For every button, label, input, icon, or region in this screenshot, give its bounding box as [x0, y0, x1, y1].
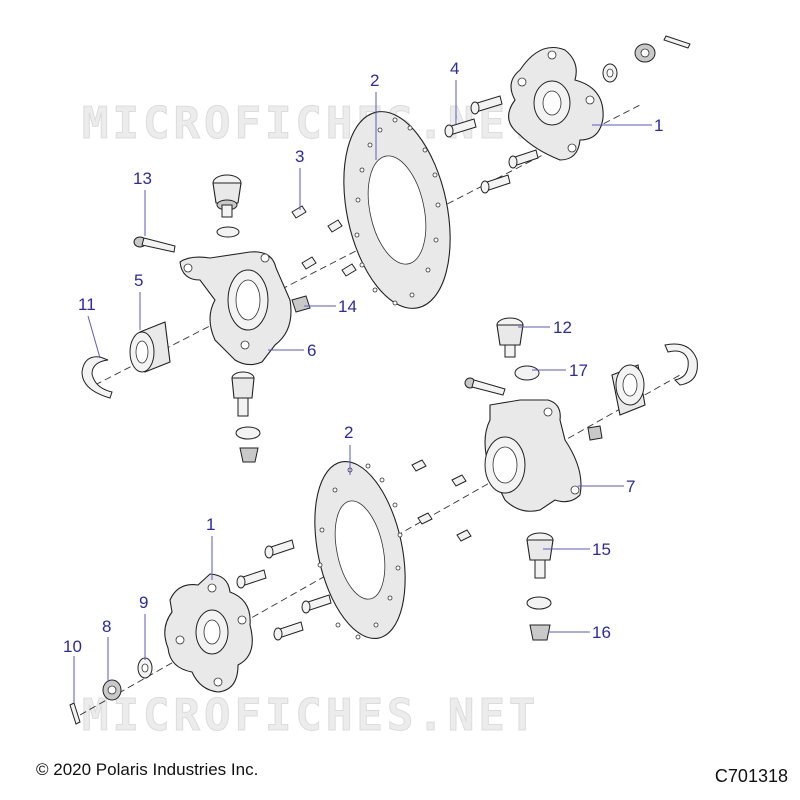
- cotter-pin-bottom: [69, 702, 81, 725]
- nut-upper: [291, 295, 311, 313]
- nut-lower-right: [587, 425, 603, 441]
- ball-joint-15: [526, 532, 554, 579]
- diagram-id: C701318: [714, 766, 788, 786]
- callout-7: 7: [626, 477, 635, 496]
- steering-knuckle-upper: [179, 251, 292, 366]
- nut-lower-left: [239, 447, 259, 463]
- snap-ring-17: [514, 365, 540, 381]
- washer-bottom: [137, 657, 153, 679]
- callout-6: 6: [307, 341, 316, 360]
- callout-17: 17: [569, 361, 588, 380]
- retaining-ring-lower: [664, 343, 698, 386]
- disc-bolts-lower: [411, 459, 472, 542]
- ball-joint-12: [496, 317, 524, 358]
- knuckle-bolt-lower: [464, 377, 506, 396]
- watermark-bottom: MICROFICHES.NET: [82, 690, 539, 741]
- wheel-bearing-lower: [611, 364, 646, 416]
- brake-disc-top: [343, 111, 451, 309]
- washer-top: [602, 63, 618, 83]
- retaining-ring-upper: [81, 356, 113, 399]
- callout-16: 16: [592, 623, 611, 642]
- callout-2-bottom: 2: [344, 423, 353, 442]
- callout-1-bottom: 1: [206, 515, 215, 534]
- callout-11: 11: [78, 295, 96, 314]
- castle-nut-bottom: [102, 679, 122, 701]
- callout-4: 4: [450, 59, 459, 78]
- leader-lines: [73, 80, 652, 703]
- callout-9: 9: [139, 593, 148, 612]
- callout-12: 12: [553, 318, 572, 337]
- nut-16: [529, 624, 551, 641]
- snap-ring-lower-left: [235, 426, 261, 440]
- copyright-notice: © 2020 Polaris Industries Inc.: [36, 760, 259, 779]
- wheel-studs-top: [444, 95, 539, 194]
- wheel-hub-top: [508, 46, 604, 161]
- knuckle-bolt-upper: [133, 236, 176, 253]
- callout-10: 10: [63, 637, 82, 656]
- callout-5: 5: [134, 271, 143, 290]
- castle-nut-top: [634, 43, 656, 63]
- wheel-bearing-upper: [129, 321, 171, 373]
- wheel-studs-lower: [236, 539, 332, 641]
- ball-joint-upper-left: [212, 174, 242, 218]
- snap-ring-15: [526, 596, 552, 610]
- snap-ring-upper-left: [216, 226, 240, 238]
- ball-joint-lower-left: [231, 371, 255, 417]
- disc-bolts-top: [291, 205, 357, 277]
- brake-disc-lower: [314, 460, 406, 640]
- callout-3: 3: [295, 147, 304, 166]
- callout-15: 15: [592, 540, 611, 559]
- cotter-pin-top: [663, 35, 691, 49]
- callout-1-top: 1: [654, 116, 663, 135]
- wheel-hub-bottom: [164, 573, 253, 693]
- callout-2-top: 2: [370, 71, 379, 90]
- callout-13: 13: [133, 169, 152, 188]
- callout-8: 8: [102, 617, 111, 636]
- callout-14: 14: [338, 297, 357, 316]
- steering-knuckle-lower: [484, 399, 582, 512]
